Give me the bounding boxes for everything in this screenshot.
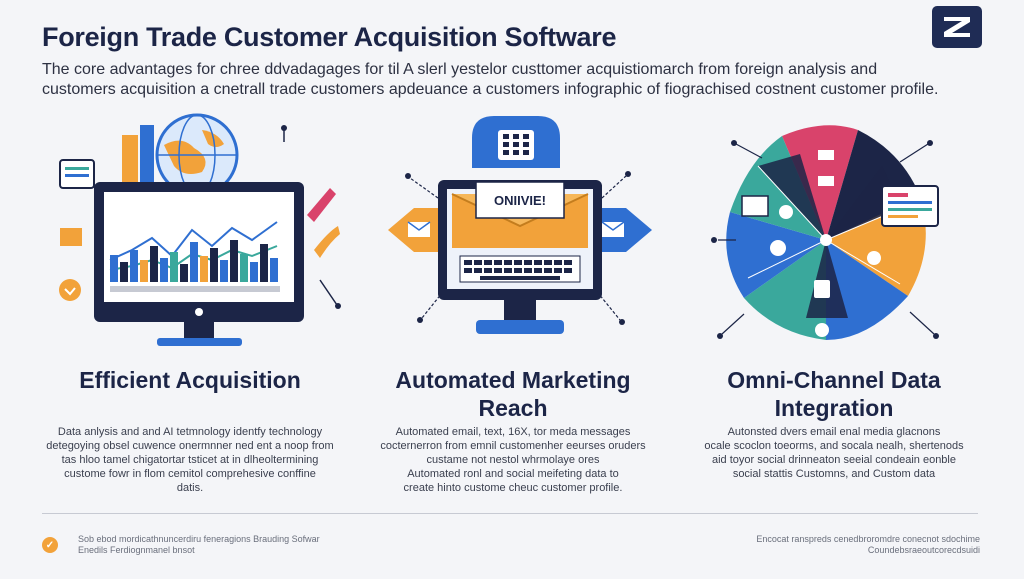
footer-left-text: Sob ebod mordicathnuncerdiru feneragions…	[78, 534, 378, 556]
page-title: Foreign Trade Customer Acquisition Softw…	[42, 22, 617, 52]
card-1-heading-line-1: Efficient Acquisition	[79, 367, 301, 393]
footer-right-line: Coundebsraeoutcorecdsuidi	[867, 545, 980, 555]
z-logo-icon	[944, 17, 970, 37]
card-2-description: Automated email, text, 16X, tor meda mes…	[365, 425, 661, 495]
subtitle-line-1: The core advantages for chree ddvadagage…	[42, 61, 878, 78]
email-marketing-illustration: ONIIVIE!	[388, 116, 652, 334]
footer-left-line: Enedils Ferdiognmanel bnsot	[78, 545, 195, 555]
card-3-heading-line-1: Omni-Channel Data	[727, 367, 941, 393]
card-3-description-line: ocale scoclon toeorms, and socala nealh,…	[704, 440, 964, 452]
brand-logo	[932, 6, 982, 48]
card-2-heading: Automated Marketing Reach	[365, 366, 661, 422]
card-2-description-line: custame not nestol whrmolaye ores	[426, 454, 600, 466]
card-1-heading: Efficient Acquisition	[42, 366, 338, 394]
card-2-description-line: Automated email, text, 16X, tor meda mes…	[395, 426, 631, 438]
card-3-description-line: Autonsted dvers email enal media glacnon…	[727, 426, 941, 438]
card-1-description: Data anlysis and and AI tetmnology ident…	[42, 425, 338, 495]
card-3-description: Autonsted dvers email enal media glacnon…	[686, 425, 982, 481]
card-1-description-line: datis.	[176, 482, 204, 494]
card-2-description-line: create hinto custome cheuc customer prof…	[403, 482, 623, 494]
card-1-description-line: custome fowr in flom cemitol comprehesiv…	[64, 468, 316, 480]
card-3-description-line: social stattis Customns, and Custom data	[732, 468, 936, 480]
card-2-description-line: cocternerron from emnil customenher eeur…	[380, 440, 646, 452]
footer-badge-icon: ✓	[42, 537, 58, 553]
card-1-description-line: detegoying obsel cuwence onermnner ned e…	[46, 440, 334, 452]
omni-channel-illustration	[711, 125, 939, 340]
footer-right-line: Encocat ranspreds cenedbroromdre conecno…	[756, 534, 980, 544]
card-3-description-line: aid toyor social drinneaton seeial conde…	[711, 454, 956, 466]
card-3-heading: Omni-Channel Data Integration	[686, 366, 982, 422]
card-2-description-line: Automated ronl and social meifeting data…	[407, 468, 619, 480]
card-2-heading-line-2: Reach	[478, 395, 548, 421]
footer-left-line: Sob ebod mordicathnuncerdiru feneragions…	[78, 534, 320, 544]
card-2-heading-line-1: Automated Marketing	[395, 367, 631, 393]
card-1-description-line: Data anlysis and and AI tetmnology ident…	[57, 426, 323, 438]
footer-right-text: Encocat ranspreds cenedbroromdre conecno…	[680, 534, 980, 556]
card-3-heading-line-2: Integration	[774, 395, 894, 421]
footer-divider	[42, 513, 978, 514]
subtitle-line-2: customers acquisition a cnetrall trade c…	[42, 81, 939, 98]
screen-label: ONIIVIE!	[494, 193, 546, 208]
data-analysis-illustration	[59, 113, 341, 346]
card-1-description-line: tas hloo tamel chigatortar tsticet at in…	[61, 454, 319, 466]
